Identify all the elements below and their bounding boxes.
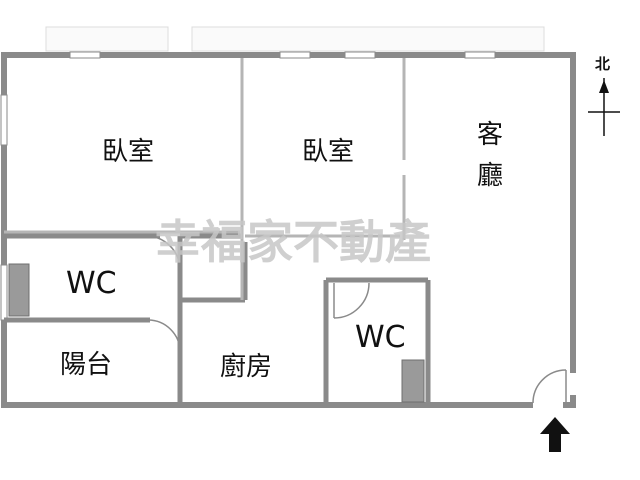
watermark: 幸福家不動產	[155, 215, 431, 269]
room-label-balcony: 陽台	[60, 350, 112, 380]
room-label-bedroom-left: 臥室	[102, 137, 154, 167]
room-label-bedroom-mid: 臥室	[302, 137, 354, 167]
north-arrow-icon: 北	[588, 55, 620, 136]
wc-right-fixture	[401, 359, 425, 403]
top-railing-right	[191, 26, 545, 52]
room-label-wc-left: WC	[66, 266, 117, 301]
door-swings	[145, 235, 567, 404]
room-label-kitchen: 廚房	[220, 352, 272, 382]
interior-walls	[4, 233, 431, 405]
room-label-living-2: 廳	[477, 161, 503, 191]
outer-walls	[1, 52, 576, 408]
top-railing-left	[45, 26, 169, 52]
room-label-living-1: 客	[477, 120, 503, 150]
entry-arrow-icon	[540, 417, 570, 452]
wc-left-fixture	[8, 263, 30, 317]
partitions	[4, 58, 406, 300]
room-label-wc-right: WC	[355, 320, 406, 355]
north-label: 北	[595, 55, 610, 73]
